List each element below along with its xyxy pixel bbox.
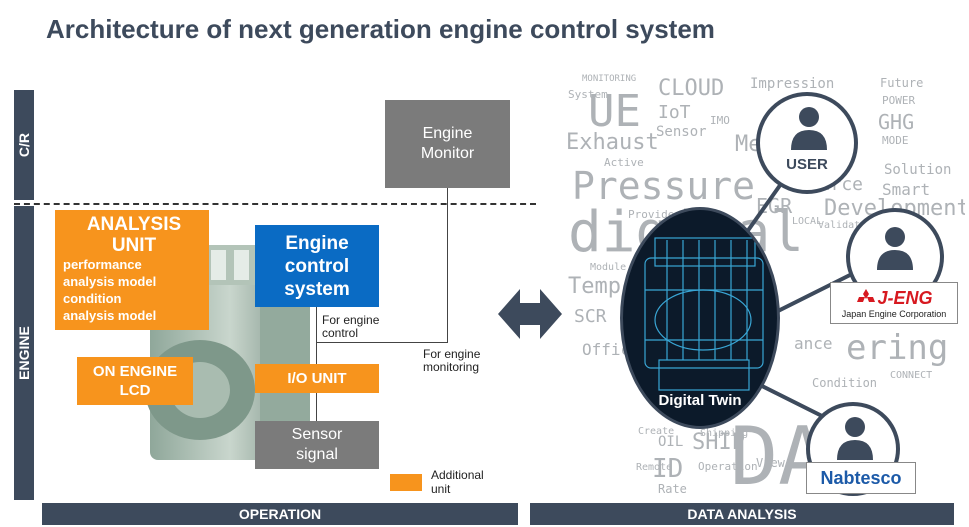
word-cloud-term: Create <box>638 426 675 437</box>
word-cloud-term: Remote <box>636 462 673 473</box>
analysis-unit-detail-1: performance <box>63 257 142 272</box>
sensor-signal-line1: Sensor <box>291 426 343 443</box>
user-icon <box>837 417 873 460</box>
engine-monitor-line2: Monitor <box>420 145 475 162</box>
for-engine-control-line1: For engine <box>322 313 380 327</box>
analysis-unit-title-line1: ANALYSIS <box>86 214 182 235</box>
on-engine-lcd-line2: LCD <box>119 382 151 399</box>
word-cloud-term: Operation <box>698 460 758 473</box>
data-analysis-bar: DATA ANALYSIS <box>530 503 954 525</box>
io-unit-label: I/O UNIT <box>287 370 347 387</box>
user-circle: USER <box>756 92 858 194</box>
word-cloud-term: MODE <box>882 134 909 147</box>
nabtesco-logo-text: Nabtesco <box>820 467 902 488</box>
digital-twin-engine-icon <box>644 237 764 391</box>
word-cloud-term: MONITORING <box>582 74 637 84</box>
mitsubishi-diamonds-icon <box>857 289 876 302</box>
word-cloud-term: Pressure <box>572 164 756 208</box>
jeng-logo: J-ENG Japan Engine Corporation <box>830 282 958 324</box>
page-title: Architecture of next generation engine c… <box>46 14 715 44</box>
nabtesco-logo: Nabtesco <box>806 462 916 494</box>
word-cloud-term: LOCAL <box>792 216 823 227</box>
for-engine-monitoring-line1: For engine <box>423 347 481 361</box>
analysis-unit-box: ANALYSIS UNIT performance analysis model… <box>55 210 209 330</box>
word-cloud-term: SCR <box>574 306 607 327</box>
io-unit-box: I/O UNIT <box>255 364 379 393</box>
word-cloud-term: Solution <box>884 162 952 178</box>
double-arrow-icon <box>498 289 562 339</box>
word-cloud-term: Impression <box>750 76 835 92</box>
engine-control-line1: Engine <box>285 232 349 254</box>
engine-control-system-box: Engine control system <box>255 225 379 307</box>
word-cloud-term: Future <box>880 76 924 90</box>
word-cloud-term: IMO <box>710 114 730 127</box>
word-cloud-term: GHG <box>878 110 915 134</box>
cr-engine-separator <box>14 203 536 205</box>
word-cloud-term: System <box>568 88 608 101</box>
word-cloud-term: Temp <box>568 274 621 299</box>
word-cloud-term: Module <box>590 262 627 273</box>
on-engine-lcd-box: ON ENGINE LCD <box>77 357 193 405</box>
monitor-horizontal-connector <box>316 342 448 343</box>
analysis-unit-detail-2: analysis model <box>63 274 157 289</box>
user-icon <box>877 227 913 270</box>
analysis-unit-detail-4: analysis model <box>63 308 157 323</box>
word-cloud-term: ance <box>794 334 833 353</box>
word-cloud-term: OIL <box>658 434 684 450</box>
word-cloud-term: Exhaust <box>566 130 659 155</box>
word-cloud-term: IoT <box>658 102 691 123</box>
for-engine-control-line2: control <box>322 326 359 340</box>
word-cloud-term: POWER <box>882 94 916 107</box>
on-engine-lcd-line1: ON ENGINE <box>92 363 178 380</box>
word-cloud-term: Active <box>604 156 644 169</box>
legend-label-line2: unit <box>431 482 451 496</box>
engine-control-line3: system <box>284 278 350 300</box>
word-cloud-term: ering <box>846 328 949 368</box>
operation-bar: OPERATION <box>42 503 518 525</box>
for-engine-monitoring-line2: monitoring <box>423 360 480 374</box>
for-engine-control-label: For engine control <box>322 314 379 340</box>
for-engine-monitoring-label: For engine monitoring <box>423 348 480 374</box>
word-cloud-term: UE <box>588 86 641 137</box>
sensor-signal-box: Sensor signal <box>255 421 379 469</box>
digital-twin-circle <box>620 207 780 429</box>
sensor-signal-line2: signal <box>296 446 338 463</box>
legend-swatch <box>390 474 422 491</box>
word-cloud-term: Rate <box>658 482 687 496</box>
engine-monitor-line1: Engine <box>422 125 473 142</box>
word-cloud-term: Provide <box>628 208 675 221</box>
word-cloud-term: SHIP <box>692 430 745 455</box>
engine-monitor-box: Engine Monitor <box>385 100 510 188</box>
data-analysis-label: DATA ANALYSIS <box>687 506 797 522</box>
engine-control-line2: control <box>284 255 350 277</box>
analysis-unit-title-line2: UNIT <box>111 235 157 256</box>
word-cloud-term: Sensor <box>656 124 707 140</box>
word-cloud-term: Condition <box>812 376 878 390</box>
word-cloud-term: ID <box>652 454 684 484</box>
section-cr-bar: C/R <box>14 90 34 200</box>
digital-twin-label: Digital Twin <box>658 392 742 409</box>
word-cloud-term: Smart <box>882 180 931 199</box>
jeng-logo-text: J-ENG <box>877 287 933 308</box>
jeng-logo-subtitle: Japan Engine Corporation <box>841 308 947 319</box>
word-cloud-term: Validate <box>818 220 867 231</box>
word-cloud-term: CLOUD <box>658 76 725 101</box>
operation-label: OPERATION <box>238 506 322 522</box>
user-icon <box>791 107 827 150</box>
monitor-connector <box>447 188 448 343</box>
section-engine-label: ENGINE <box>16 326 32 380</box>
user-label: USER <box>786 156 828 173</box>
legend-label-line1: Additional <box>431 468 484 482</box>
analysis-unit-detail-3: condition <box>63 291 122 306</box>
section-engine-bar: ENGINE <box>14 206 34 500</box>
section-cr-label: C/R <box>16 132 32 158</box>
word-cloud-term: View <box>756 456 785 470</box>
word-cloud-term: Shipping <box>700 428 749 439</box>
word-cloud-term: CONNECT <box>890 370 933 381</box>
legend-label: Additional unit <box>431 468 484 496</box>
